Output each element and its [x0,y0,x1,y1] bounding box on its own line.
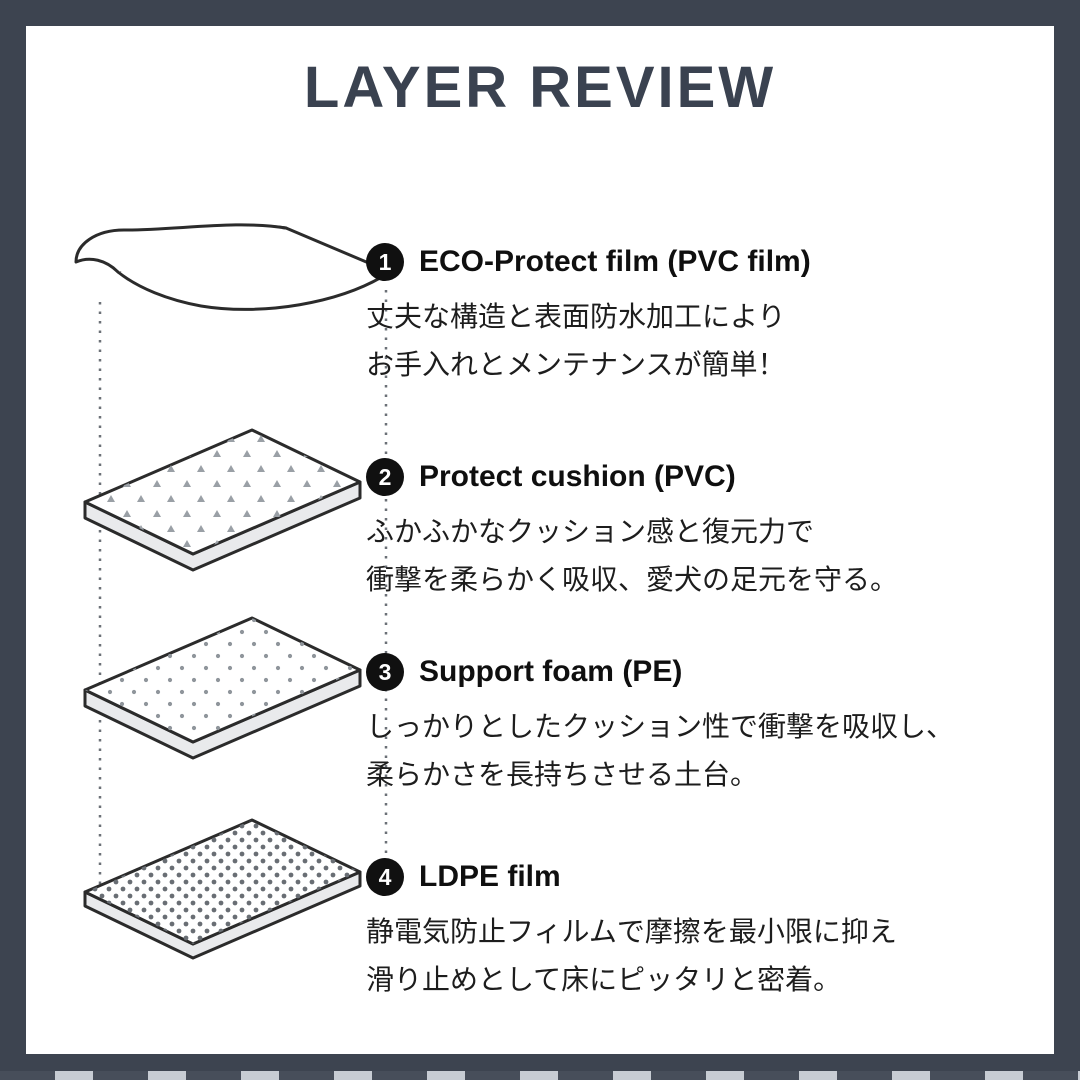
layer-number-badge-4: 4 [366,858,404,896]
layer-4-illustration-ldpe-film [83,818,362,960]
layer-2-illustration-cushion [83,428,362,572]
layer-description-1-line-1: 丈夫な構造と表面防水加工により [366,301,786,332]
layer-item-3-header: 3 Support foam (PE) [366,653,1030,691]
layer-description-4-line-2: 滑り止めとして床にピッタリと密着。 [366,964,842,995]
layer-description-4: 静電気防止フィルムで摩擦を最小限に抑え 滑り止めとして床にピッタリと密着。 [366,908,1030,1004]
layer-heading-2: Protect cushion (PVC) [419,460,736,493]
layer-heading-1: ECO-Protect film (PVC film) [419,245,811,278]
layer-number-badge-2: 2 [366,458,404,496]
layer-description-2-line-1: ふかふかなクッション感と復元力で [366,516,815,547]
layer-3-illustration-foam [83,616,362,760]
layer-number-badge-1: 1 [366,243,404,281]
layer-heading-4: LDPE film [419,860,561,893]
layer-description-2: ふかふかなクッション感と復元力で 衝撃を柔らかく吸収、愛犬の足元を守る。 [366,508,1030,604]
content-panel: LAYER REVIEW [26,26,1054,1054]
layer-item-1-header: 1 ECO-Protect film (PVC film) [366,243,1030,281]
layer-item-2: 2 Protect cushion (PVC) ふかふかなクッション感と復元力で… [366,458,1030,604]
layer-item-4-header: 4 LDPE film [366,858,1030,896]
layer-description-1-line-2: お手入れとメンテナンスが簡単！ [366,349,786,380]
layer-item-4: 4 LDPE film 静電気防止フィルムで摩擦を最小限に抑え 滑り止めとして床… [366,858,1030,1004]
layer-description-3-line-2: 柔らかさを長持ちさせる土台。 [366,759,759,790]
layer-description-1: 丈夫な構造と表面防水加工により お手入れとメンテナンスが簡単！ [366,293,1030,389]
layer-item-3: 3 Support foam (PE) しっかりとしたクッション性で衝撃を吸収し… [366,653,1030,799]
layer-description-4-line-1: 静電気防止フィルムで摩擦を最小限に抑え [366,916,897,947]
layer-description-3-line-1: しっかりとしたクッション性で衝撃を吸収し、 [366,711,955,742]
layer-number-badge-3: 3 [366,653,404,691]
layer-description-2-line-2: 衝撃を柔らかく吸収、愛犬の足元を守る。 [366,564,899,595]
layer-item-1: 1 ECO-Protect film (PVC film) 丈夫な構造と表面防水… [366,243,1030,389]
layer-1-illustration-film-sheet [74,223,392,311]
layer-description-3: しっかりとしたクッション性で衝撃を吸収し、 柔らかさを長持ちさせる土台。 [366,703,1030,799]
layer-heading-3: Support foam (PE) [419,655,683,688]
next-section-edge-strip [0,1071,1080,1080]
layer-stack-illustration [74,223,392,960]
layer-item-2-header: 2 Protect cushion (PVC) [366,458,1030,496]
page-title: LAYER REVIEW [303,55,777,120]
